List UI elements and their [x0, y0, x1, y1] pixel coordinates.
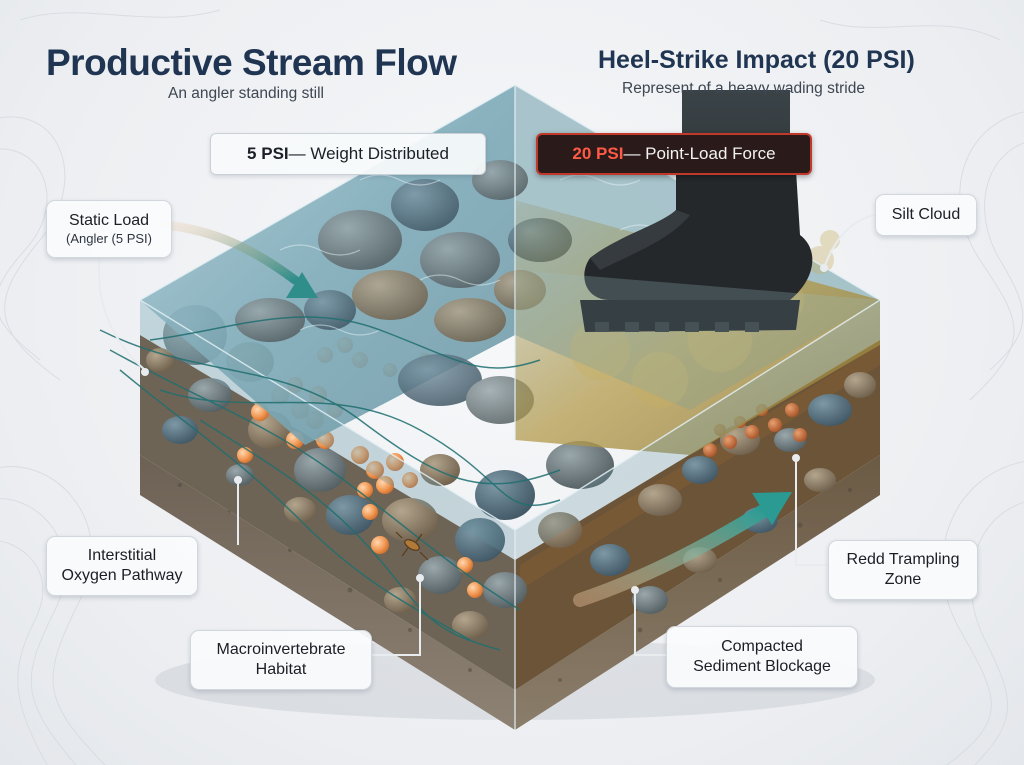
callout-compacted-sediment: Compacted Sediment Blockage [666, 626, 858, 688]
callout-static-load-detail: (Angler (5 PSI) [66, 231, 152, 246]
gravel-front-face [140, 455, 515, 730]
compacted-flow-arrow [573, 503, 772, 607]
sediment-right-face [515, 340, 880, 690]
callout-compacted-line2: Sediment Blockage [693, 658, 831, 675]
callout-interstitial-line2: Oxygen Pathway [61, 567, 183, 584]
callout-redd-line1: Redd Trampling [846, 551, 960, 568]
right-panel-title: Heel-Strike Impact (20 PSI) [598, 46, 915, 74]
callout-redd-trampling: Redd Trampling Zone [828, 540, 978, 600]
left-panel-subtitle: An angler standing still [168, 85, 324, 102]
water-surface-left [140, 85, 515, 445]
pressure-text-right: — Point-Load Force [623, 144, 776, 163]
callout-connectors [98, 214, 876, 656]
pressure-text-left: — Weight Distributed [288, 144, 449, 163]
macroinvertebrate-icon [395, 531, 429, 561]
callout-silt-cloud-label: Silt Cloud [891, 206, 961, 223]
pressure-value-right: 20 PSI [572, 144, 624, 163]
pressure-label-point-load: 20 PSI — Point-Load Force [536, 133, 812, 175]
callout-compacted-line1: Compacted [721, 638, 803, 655]
static-load-arrow [160, 220, 300, 285]
pressure-label-distributed: 5 PSI — Weight Distributed [210, 133, 486, 175]
callout-macro-line1: Macroinvertebrate [216, 641, 346, 658]
callout-static-load-title: Static Load [68, 212, 150, 229]
callout-macro-line2: Habitat [255, 661, 307, 678]
callout-interstitial: Interstitial Oxygen Pathway [46, 536, 198, 596]
gravel-right-face [515, 455, 880, 730]
oxygen-pathway-strands [99, 316, 561, 651]
callout-macroinvertebrate: Macroinvertebrate Habitat [190, 630, 372, 690]
left-panel-title: Productive Stream Flow [46, 42, 457, 83]
callout-redd-line2: Zone [884, 571, 922, 588]
callout-interstitial-line1: Interstitial [87, 547, 157, 564]
right-panel-subtitle: Represent of a heavy wading stride [622, 80, 865, 97]
callout-static-load: Static Load (Angler (5 PSI) [46, 200, 172, 258]
pressure-value-left: 5 PSI [247, 144, 289, 163]
callout-silt-cloud: Silt Cloud [875, 194, 977, 236]
